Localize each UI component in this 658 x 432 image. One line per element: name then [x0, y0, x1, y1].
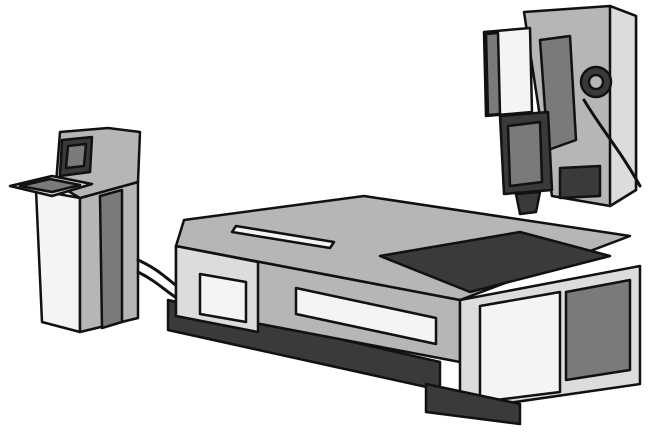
machine-bed: [166, 194, 642, 426]
console-pedestal: [34, 188, 82, 334]
column-motor-hub: [587, 73, 605, 91]
column-side: [608, 4, 638, 208]
spindle-head-face: [506, 120, 544, 188]
bed-table-edge: [230, 224, 336, 250]
bed-left-end-panel: [198, 272, 248, 324]
bed-right-block-side: [478, 290, 562, 404]
spindle-tip: [514, 190, 542, 216]
bed-table-shade: [378, 230, 612, 294]
gantry-column: [482, 4, 642, 216]
column-head-shade: [484, 31, 502, 117]
bed-right-block-shade: [564, 278, 632, 382]
column-lower-window: [558, 164, 602, 200]
control-console: [8, 126, 184, 334]
console-keyboard: [18, 177, 82, 194]
bed-front-window: [294, 286, 438, 346]
console-screen-glare: [64, 142, 88, 170]
console-cable-2: [136, 270, 182, 302]
column-cable-arc: [582, 98, 642, 188]
console-side-shade: [98, 188, 124, 330]
bed-foot: [424, 382, 522, 426]
